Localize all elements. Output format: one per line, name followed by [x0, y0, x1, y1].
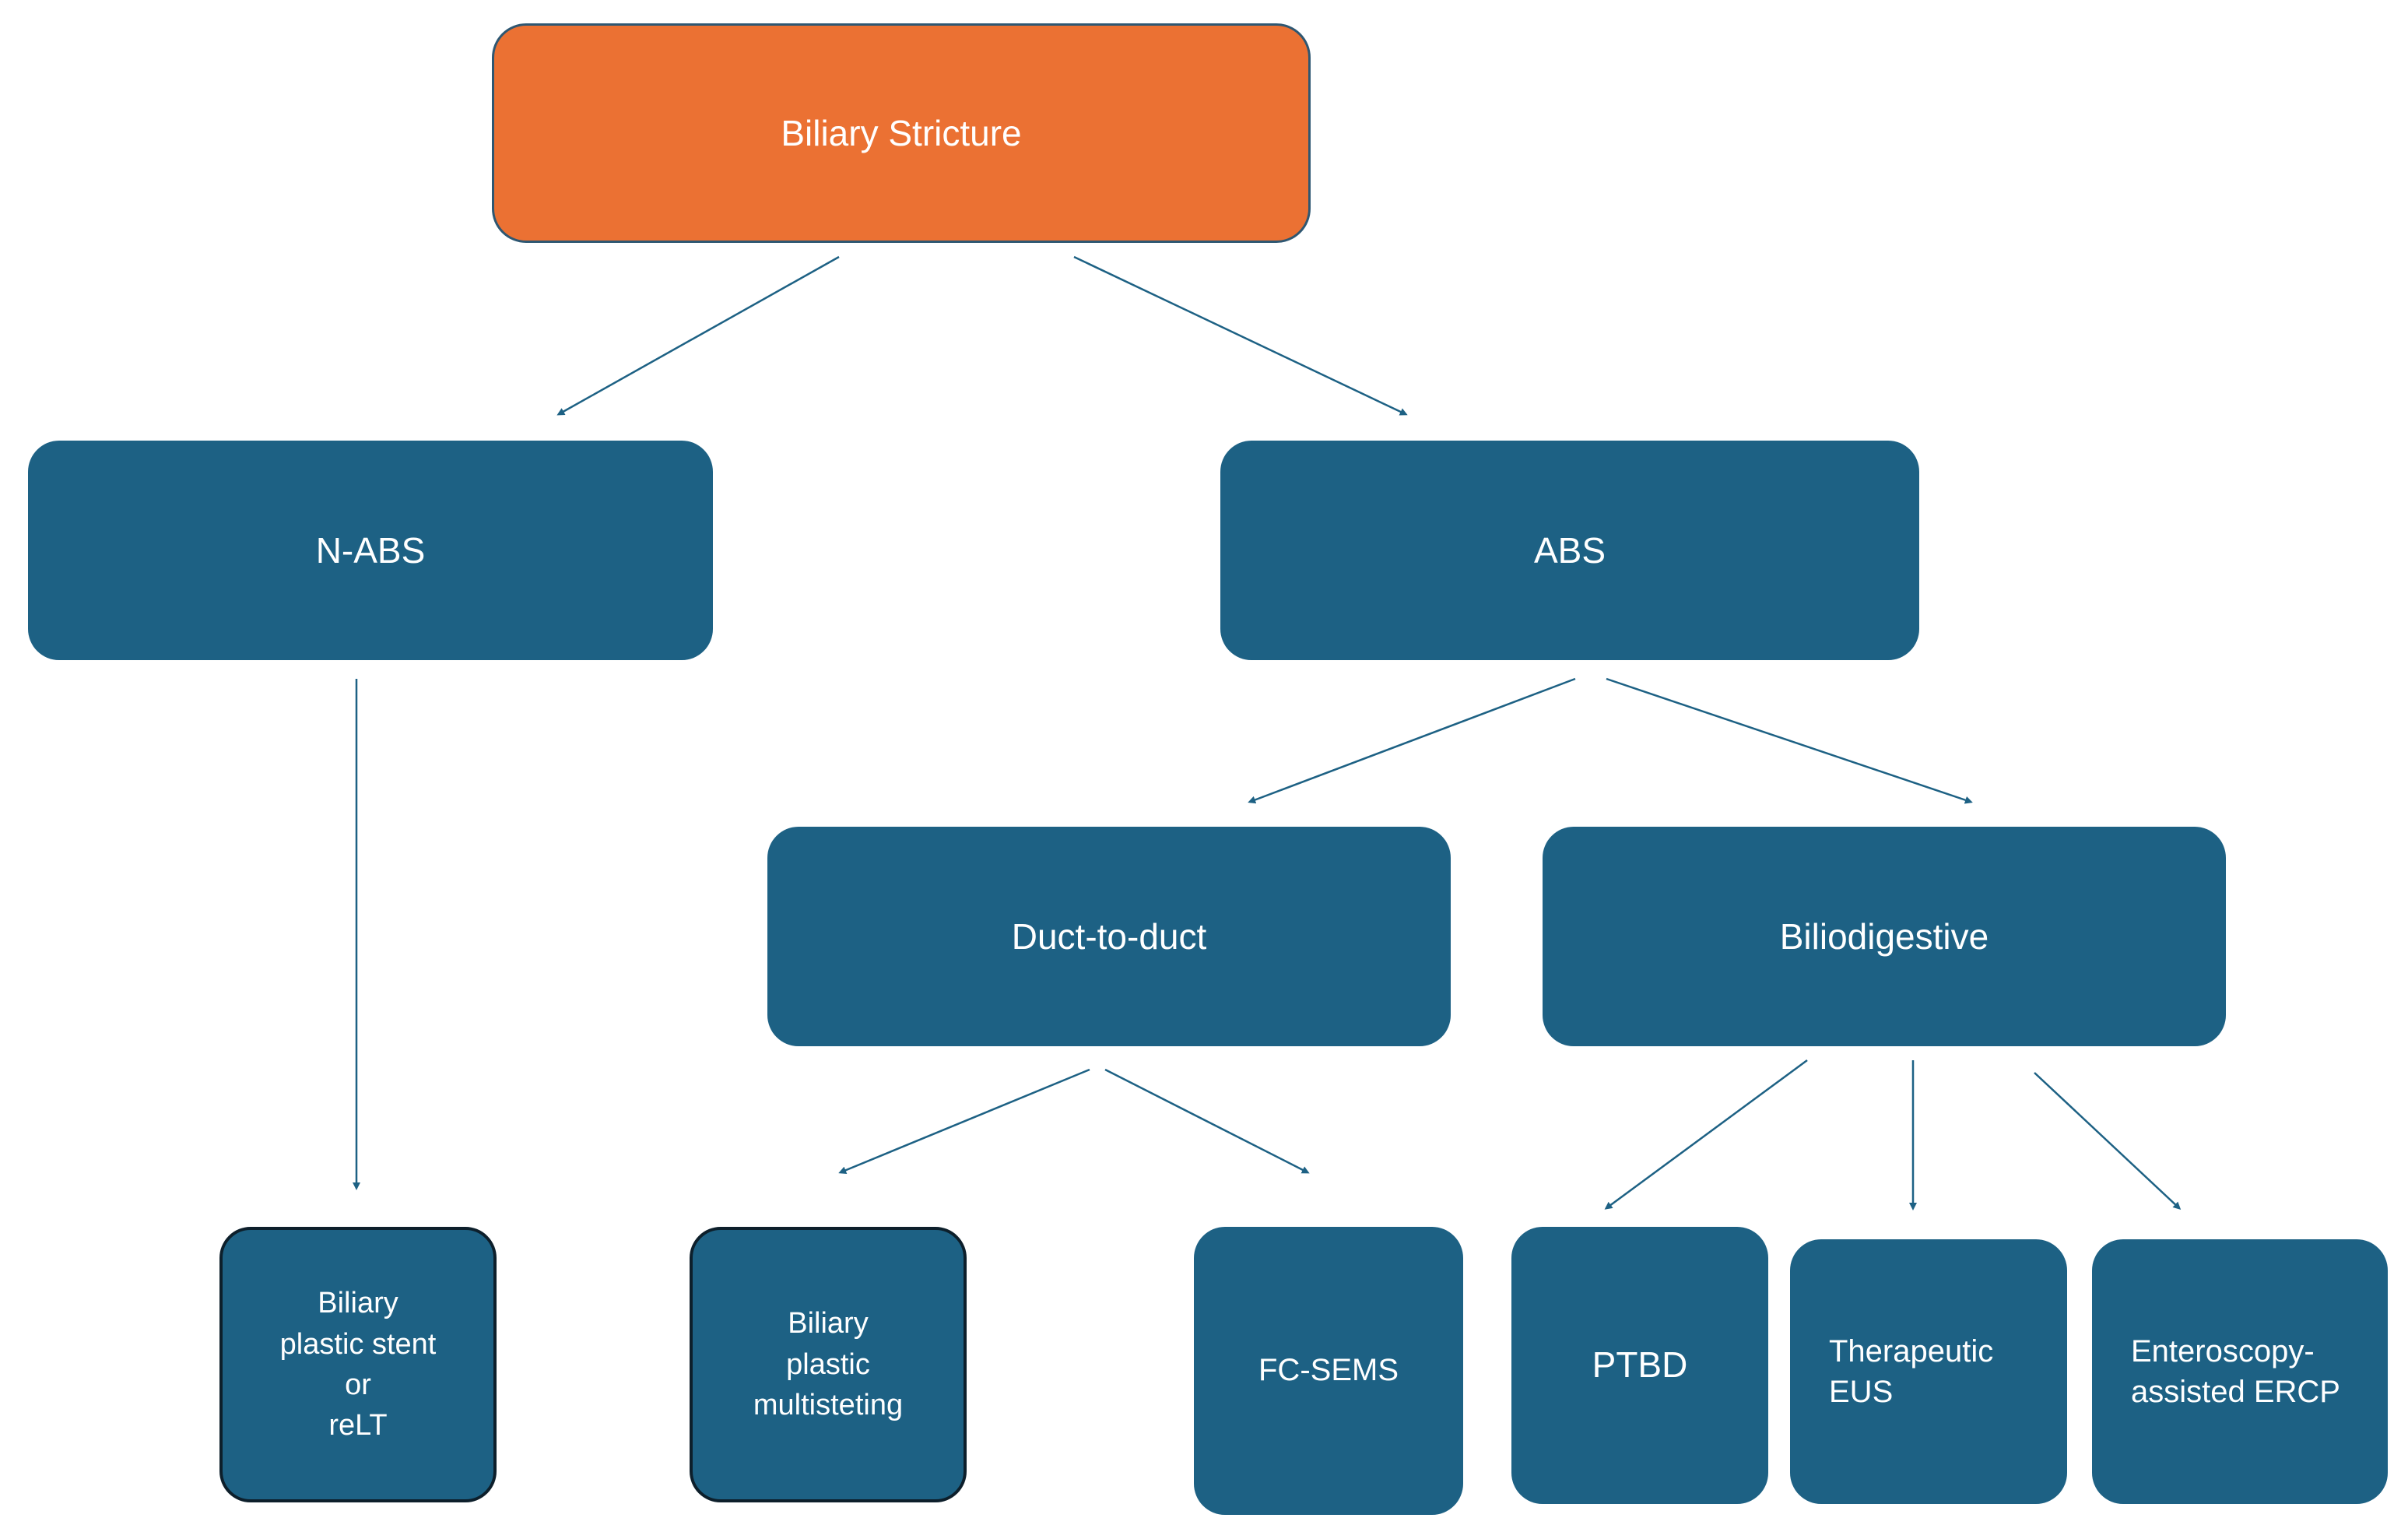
- node-label-biliodigestive: Biliodigestive: [1779, 916, 1989, 957]
- node-label-n-abs: N-ABS: [315, 530, 426, 571]
- node-biliodigestive: Biliodigestive: [1543, 827, 2226, 1046]
- node-duct-to-duct: Duct-to-duct: [767, 827, 1451, 1046]
- node-multistenting: Biliary plastic multisteting: [690, 1227, 967, 1502]
- node-fc-sems: FC-SEMS: [1194, 1227, 1463, 1515]
- node-enteroscopy-ercp: Enteroscopy- assisted ERCP: [2092, 1239, 2388, 1504]
- arrow-root-to-abs: [1073, 255, 1408, 416]
- arrow-duct-to-duct-to-fc-sems: [1104, 1068, 1310, 1174]
- node-biliary-stricture: Biliary Stricture: [492, 23, 1311, 243]
- node-label-multistenting: Biliary plastic multisteting: [753, 1307, 904, 1422]
- node-label-therapeutic-eus: Therapeutic EUS: [1829, 1334, 1994, 1409]
- arrow-duct-to-duct-to-multistenting: [838, 1068, 1090, 1174]
- node-label-fc-sems: FC-SEMS: [1258, 1353, 1399, 1388]
- arrow-biliodigestive-to-ptbd: [1604, 1059, 1808, 1210]
- arrow-abs-to-biliodigestive: [1606, 677, 1973, 804]
- node-n-abs: N-ABS: [28, 441, 713, 660]
- arrow-root-to-nabs: [556, 255, 840, 416]
- node-label-duct-to-duct: Duct-to-duct: [1011, 916, 1207, 957]
- node-label-abs: ABS: [1533, 530, 1606, 571]
- node-label-ptbd: PTBD: [1592, 1344, 1688, 1386]
- arrow-abs-to-duct-to-duct: [1248, 677, 1576, 804]
- arrow-biliodigestive-to-enteroscopy-ercp: [2034, 1072, 2182, 1210]
- node-ptbd: PTBD: [1511, 1227, 1768, 1504]
- node-label-enteroscopy-ercp: Enteroscopy- assisted ERCP: [2131, 1334, 2340, 1409]
- node-plastic-stent: Biliary plastic stent or reLT: [219, 1227, 497, 1502]
- node-therapeutic-eus: Therapeutic EUS: [1790, 1239, 2067, 1504]
- node-label-plastic-stent: Biliary plastic stent or reLT: [279, 1287, 437, 1442]
- node-abs: ABS: [1220, 441, 1919, 660]
- node-label-biliary-stricture: Biliary Stricture: [781, 113, 1022, 153]
